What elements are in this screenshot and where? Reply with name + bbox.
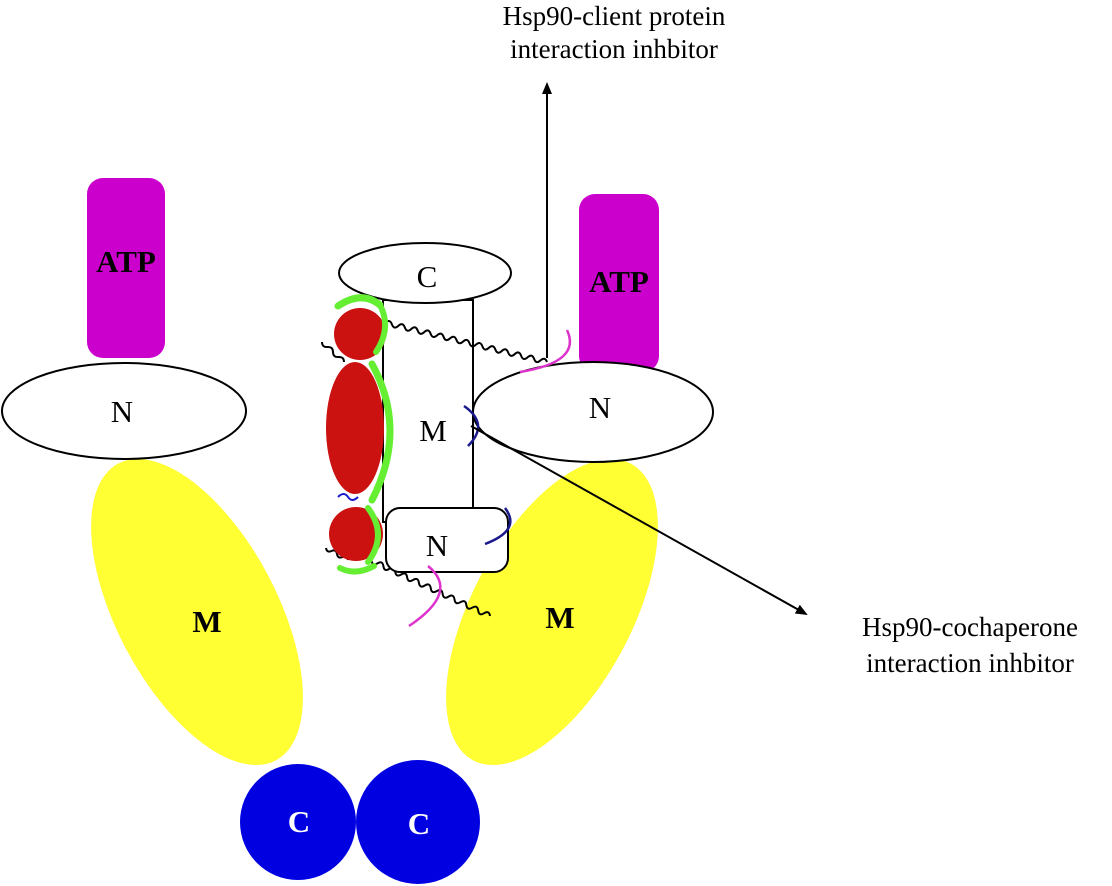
complex-n-domain <box>385 507 509 573</box>
left-protomer: ATP M N C <box>1 178 356 880</box>
right-m-label: M <box>545 600 574 635</box>
right-atp-box <box>579 194 659 372</box>
left-m-domain <box>91 458 303 766</box>
cochaperone-site-middle <box>463 404 480 447</box>
left-c-domain <box>240 764 356 880</box>
left-n-domain <box>1 362 247 460</box>
left-atp-label: ATP <box>96 244 156 279</box>
complex-n-label: N <box>426 528 448 563</box>
right-m-domain <box>446 458 658 766</box>
left-atp-box <box>87 178 165 358</box>
complex-m-label: M <box>419 413 447 448</box>
right-c-domain <box>356 760 480 884</box>
left-c-label: C <box>288 804 310 839</box>
right-c-label: C <box>408 806 430 841</box>
top-linker-squiggle <box>365 316 548 364</box>
right-protomer: M C ATP N <box>356 194 714 884</box>
left-n-label: N <box>111 394 133 429</box>
client-outline-top-right <box>373 302 389 355</box>
client-top-lobe <box>334 308 386 360</box>
client-bottom-lobe <box>329 507 383 561</box>
annotation-labels: Hsp90-client protein interaction inhbito… <box>503 1 1078 678</box>
complex-m-domain <box>382 299 474 523</box>
complex-c-label: C <box>417 259 438 294</box>
client-inhibitor-label-line1: Hsp90-client protein <box>503 1 726 31</box>
client-outline-bottom <box>365 505 381 565</box>
cochaperone-site-bottom <box>484 507 512 546</box>
left-m-label: M <box>192 604 221 639</box>
cochaperone-inhibitor-label-line1: Hsp90-cochaperone <box>862 612 1078 642</box>
right-n-label: N <box>589 390 611 425</box>
client-site-bottom <box>408 565 442 628</box>
cochaperone-inhibitor-arrow <box>470 425 808 615</box>
cochaperone-inhibitor-label-line2: interaction inhbitor <box>866 648 1074 678</box>
complex-c-domain <box>338 242 512 304</box>
client-site-top <box>519 329 572 374</box>
client-outline-bottom-tail <box>337 563 377 575</box>
cochaperone-complex: M C N <box>321 242 572 628</box>
annotation-arrows <box>470 82 808 615</box>
client-outline-middle <box>368 360 394 504</box>
client-outline-top <box>334 294 384 310</box>
client-inhibitor-label-line2: interaction inhbitor <box>510 34 718 64</box>
right-atp-label: ATP <box>589 264 649 299</box>
client-middle-lobe <box>326 362 384 494</box>
left-linker-squiggle <box>321 341 345 363</box>
blue-linker-squiggle <box>337 493 359 501</box>
